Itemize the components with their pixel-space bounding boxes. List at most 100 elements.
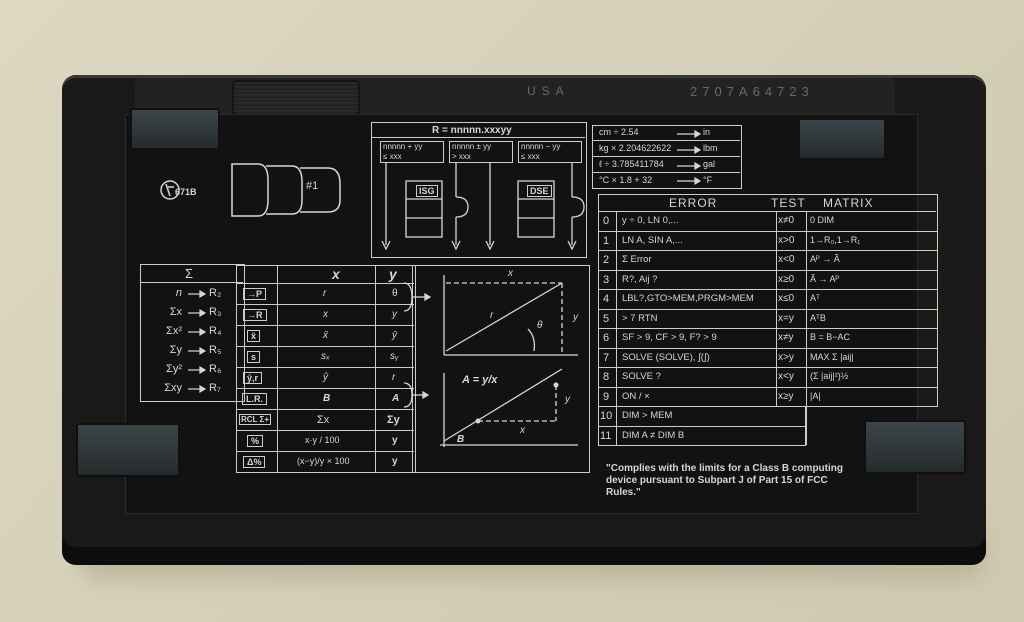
error-description: > 7 RTN	[622, 312, 658, 324]
table-row: % x·y / 100 y	[237, 432, 414, 452]
matrix-operation: (Σ |aij|²)½	[810, 371, 849, 381]
test-condition: x>0	[778, 234, 795, 246]
test-header: TEST	[771, 196, 806, 210]
isg-key-label: ISG	[416, 185, 438, 197]
isg-dse-diagram: R = nnnnn.xxxyy nnnnn + yy ≤ xxx nnnnn ±…	[371, 122, 587, 258]
linreg-b-label: B	[457, 434, 465, 445]
table-row	[598, 407, 806, 427]
table-row	[598, 427, 806, 446]
error-number: 7	[603, 351, 610, 364]
polar-y-label: y	[573, 312, 578, 323]
table-row: ŷ,r ŷ r	[237, 369, 414, 389]
table-row	[598, 310, 938, 329]
conversion-row: ℓ ÷ 3.785411784 gal	[593, 158, 740, 173]
error-description: SOLVE (SOLVE), ∫(∫)	[622, 351, 710, 363]
linreg-y-label: y	[565, 394, 570, 405]
test-condition: x≤0	[778, 293, 795, 304]
test-condition: x>y	[778, 351, 794, 363]
conversion-row: °C × 1.8 + 32 °F	[599, 175, 713, 185]
error-number: 3	[603, 273, 610, 286]
rubber-foot-bottom-right	[864, 420, 966, 474]
conversion-row: cm ÷ 2.54 in	[593, 126, 740, 141]
rect-key: →R	[243, 309, 267, 321]
rubber-foot-top-right	[798, 118, 886, 160]
sigma-arrows	[188, 289, 207, 394]
sigma-header: Σ	[185, 266, 194, 281]
test-condition: x<y	[778, 371, 794, 382]
matrix-operation: B = B−AC	[810, 332, 851, 342]
conversion-table: cm ÷ 2.54 in kg × 2.204622622 lbm ℓ ÷ 3.…	[592, 125, 742, 189]
matrix-header: MATRIX	[823, 196, 874, 210]
error-description: DIM > MEM	[622, 410, 673, 421]
conversion-row: kg × 2.204622622 lbm	[593, 142, 740, 157]
test-condition: x≥y	[778, 390, 794, 402]
matrix-operation: Aᵀ	[810, 293, 820, 303]
error-test-matrix-table: ERROR TEST MATRIX	[598, 194, 938, 406]
matrix-operation: AᵀB	[810, 312, 826, 323]
table-row	[598, 290, 938, 310]
isg-box-1: nnnnn + yy ≤ xxx	[380, 141, 444, 163]
card-label: #1	[306, 180, 319, 192]
table-row	[598, 251, 938, 271]
isg-dse-title: R = nnnnn.xxxyy	[432, 125, 512, 136]
sigma-register-table: Σ n R₂ Σx R₃ Σx² R₄ Σy R₅ Σy² R₆ Σxy R₇	[140, 264, 245, 402]
isg-box-2: nnnnn ± yy > xxx	[449, 141, 513, 163]
error-number: 4	[603, 293, 610, 305]
dse-key-label: DSE	[527, 185, 552, 197]
error-description: SOLVE ?	[622, 371, 661, 382]
table-row: Δ% (x−y)/y × 100 y	[237, 453, 414, 472]
badge-code: 671B	[175, 187, 197, 197]
matrix-operation: MAX Σ |aij|	[810, 351, 854, 362]
error-number: 11	[600, 429, 612, 442]
conversion-arrows	[677, 129, 702, 186]
error-number: 2	[603, 254, 610, 266]
isg-box-3: nnnnn − yy ≤ xxx	[518, 141, 582, 163]
table-row: s sₓ sᵧ	[237, 348, 414, 368]
col-y-header: y	[389, 266, 397, 282]
test-condition: x≠y	[778, 332, 794, 343]
test-condition: x≠0	[778, 215, 795, 226]
table-row: x̄ x̄ ȳ	[237, 327, 414, 347]
matrix-operation: 1→R₀,1→R₁	[810, 234, 861, 245]
table-row: →R x y	[237, 306, 414, 326]
col-x-header: x	[332, 266, 340, 282]
polar-linreg-graphs	[403, 275, 578, 447]
table-row	[598, 271, 938, 290]
error-description: y ÷ 0, LN 0,...	[622, 215, 679, 226]
error-description: LBL?,GTO>MEM,PRGM>MEM	[622, 293, 754, 304]
fcc-notice: "Complies with the limits for a Class B …	[606, 463, 843, 498]
error-number: 6	[603, 332, 610, 344]
percent-key: %	[247, 435, 264, 447]
matrix-operation: |A|	[810, 390, 821, 401]
test-condition: x=y	[778, 312, 794, 324]
error-number: 9	[603, 390, 610, 403]
error-description: R?, Aij ?	[622, 273, 658, 285]
error-description: Σ Error	[622, 254, 652, 265]
polar-x-label: x	[508, 268, 513, 279]
memory-cards-icon	[231, 163, 341, 217]
table-row: RCL Σ+ Σx Σy	[237, 411, 414, 431]
rubber-foot-top-left	[130, 108, 220, 150]
test-condition: x<0	[778, 254, 795, 265]
polar-r-label: r	[490, 310, 494, 321]
matrix-operation: 0 DIM	[810, 215, 835, 225]
stddev-key: s	[247, 351, 261, 363]
table-row	[598, 329, 938, 349]
polar-key: →P	[243, 288, 267, 300]
table-row: →P r θ	[237, 285, 414, 305]
matrix-operation: Aᴾ → Ã	[810, 254, 840, 264]
table-row	[598, 349, 938, 368]
error-number: 10	[600, 410, 613, 422]
rubber-foot-bottom-left	[76, 423, 180, 477]
statistics-key-table: x y →P r θ →R x y x̄ x̄ ȳ s sₓ sᵧ ŷ,r ŷ …	[236, 265, 416, 473]
test-condition: x≥0	[778, 273, 795, 285]
estimate-key: ŷ,r	[243, 372, 263, 384]
rcl-sigma-key: RCL Σ+	[239, 414, 271, 425]
table-row	[598, 232, 938, 251]
table-row: L.R. B A	[237, 390, 414, 410]
error-description: ON / ×	[622, 390, 650, 402]
isg-flow-lines	[381, 163, 585, 251]
error-number: 5	[603, 312, 610, 325]
linreg-x-label: x	[520, 425, 525, 436]
error-number: 0	[603, 215, 610, 227]
